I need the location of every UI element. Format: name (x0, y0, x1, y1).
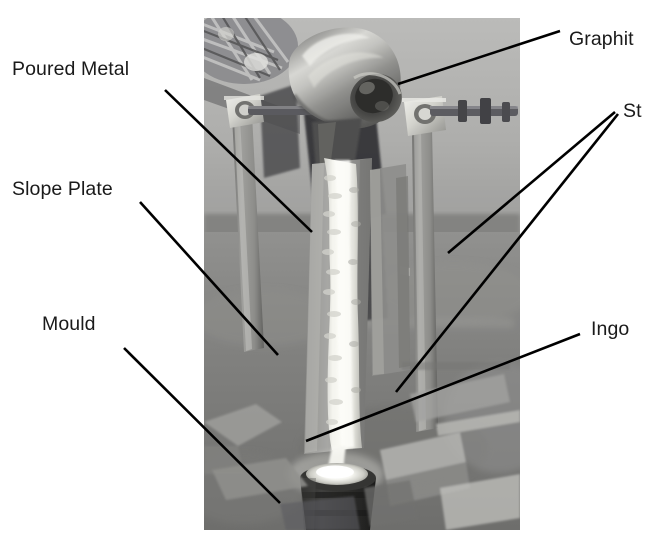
photo-canvas (204, 18, 520, 530)
graphite-crucible (288, 27, 402, 170)
label-poured-metal: Poured Metal (12, 58, 130, 80)
label-mould: Mould (42, 313, 96, 335)
casting-apparatus-photo (204, 18, 520, 530)
label-stand: St (623, 100, 642, 122)
label-slope-plate: Slope Plate (12, 178, 113, 200)
label-graphite-crucible: Graphit (569, 28, 634, 50)
label-ingot: Ingo (591, 318, 630, 340)
photo-grain-overlay (204, 18, 520, 530)
